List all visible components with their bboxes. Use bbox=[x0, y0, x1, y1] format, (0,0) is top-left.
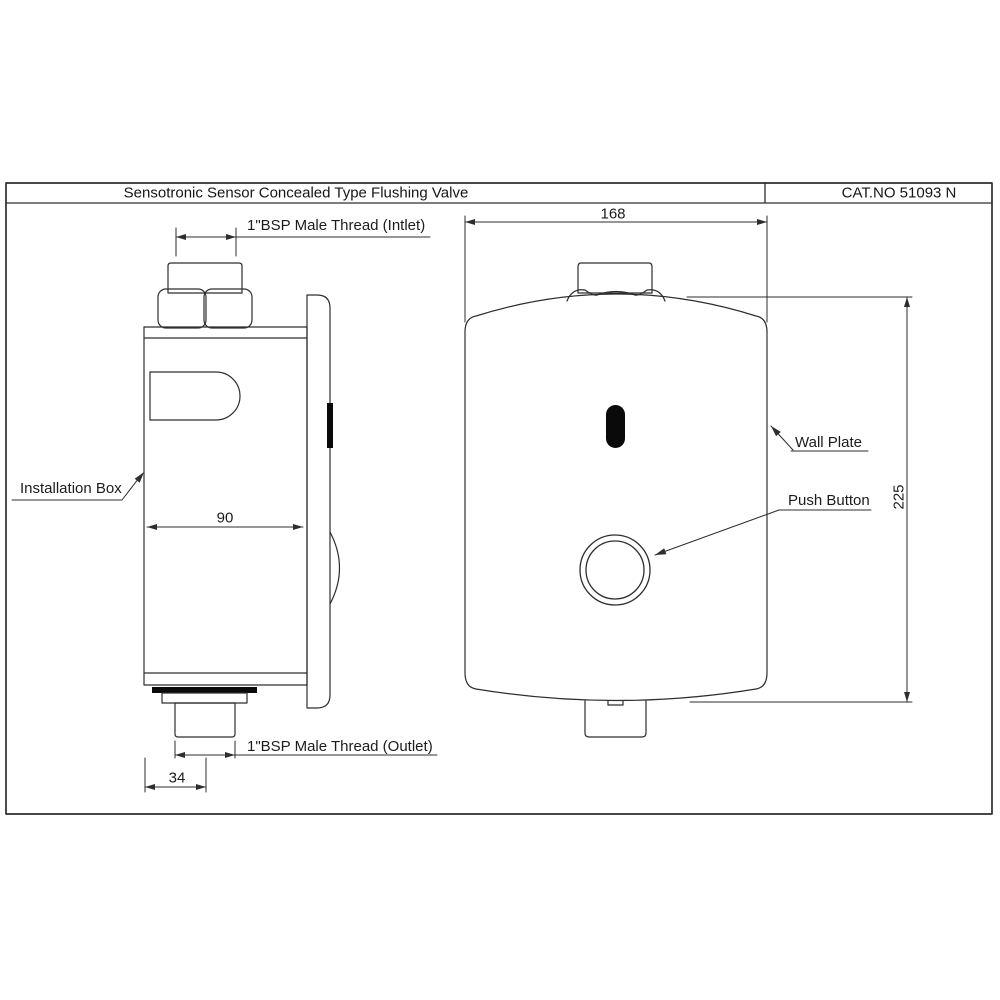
title-catalog-no: CAT.NO 51093 N bbox=[841, 184, 957, 202]
wall-plate-profile bbox=[306, 294, 331, 709]
outlet-thread-outline bbox=[174, 702, 236, 738]
front-outlet-notch bbox=[607, 700, 624, 706]
title-block-frame bbox=[5, 182, 993, 815]
label-push-button: Push Button bbox=[788, 492, 870, 509]
sensor-window-edge bbox=[327, 403, 333, 448]
outlet-locknut bbox=[161, 692, 248, 704]
label-inlet-thread: 1"BSP Male Thread (Intlet) bbox=[247, 217, 426, 234]
box-knockout-slot bbox=[149, 371, 241, 421]
wall-plate-leader bbox=[770, 425, 869, 452]
label-wall-plate: Wall Plate bbox=[795, 434, 862, 451]
outlet-gasket bbox=[152, 687, 257, 693]
inlet-thread-outline bbox=[167, 262, 243, 294]
dim-90-lines bbox=[146, 524, 304, 530]
dim-34: 34 bbox=[168, 769, 186, 787]
dim-168-lines bbox=[464, 215, 768, 323]
inlet-leader bbox=[175, 227, 431, 257]
dim-225: 225 bbox=[890, 484, 908, 510]
wall-plate-face bbox=[464, 293, 768, 702]
inlet-hex-nut bbox=[157, 288, 253, 329]
sensor-window bbox=[606, 405, 625, 448]
label-outlet-thread: 1"BSP Male Thread (Outlet) bbox=[247, 738, 433, 755]
push-button-profile bbox=[329, 531, 340, 605]
dim-90: 90 bbox=[216, 509, 234, 527]
push-button-circles bbox=[579, 534, 651, 606]
front-view-linework bbox=[464, 215, 913, 738]
push-button-leader bbox=[654, 509, 872, 556]
side-view-linework bbox=[11, 227, 438, 793]
outlet-leader bbox=[174, 740, 438, 759]
front-outlet-fitting bbox=[584, 700, 647, 738]
dim-34-lines bbox=[144, 757, 207, 793]
front-inlet-nut bbox=[566, 289, 666, 302]
installation-box-outline bbox=[143, 326, 308, 686]
title-product: Sensotronic Sensor Concealed Type Flushi… bbox=[123, 184, 469, 202]
front-inlet-thread bbox=[577, 262, 653, 294]
dim-225-lines bbox=[686, 296, 913, 703]
installation-box-leader bbox=[11, 472, 144, 501]
dim-168: 168 bbox=[600, 205, 626, 223]
label-installation-box: Installation Box bbox=[20, 480, 122, 497]
